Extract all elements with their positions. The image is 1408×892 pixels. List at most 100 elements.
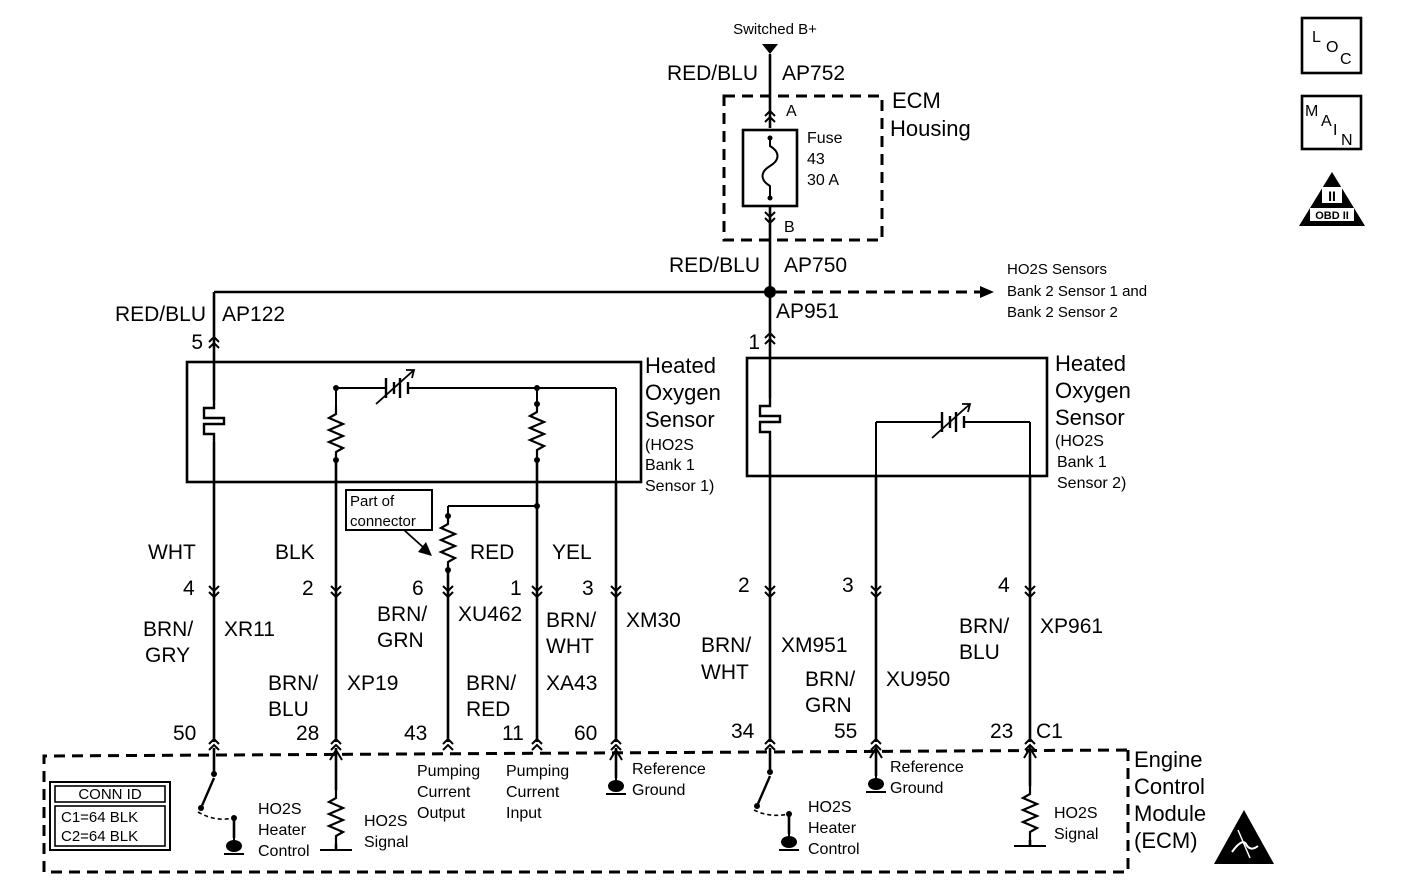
fuse-label: Fuse (807, 130, 843, 147)
w6-color-2: WHT (701, 661, 749, 684)
signal-2-b: Signal (1054, 826, 1098, 843)
w3-color-1: BRN/ (377, 603, 427, 626)
ap951-circuit: AP951 (776, 300, 839, 323)
signal-1-a: HO2S (364, 813, 408, 830)
ap122-circuit: AP122 (222, 303, 285, 326)
heater-control-1-a: HO2S (258, 801, 302, 818)
ecm-pin-11: 11 (502, 722, 524, 745)
w7-color-1: BRN/ (805, 668, 855, 691)
ap750-color: RED/BLU (669, 254, 760, 277)
ap752-circuit: AP752 (782, 62, 845, 85)
w4-color-1: BRN/ (466, 672, 516, 695)
pin-b-label: B (784, 219, 795, 236)
sensor1-title-3: Sensor (645, 407, 715, 432)
w2-circuit: XP19 (347, 672, 398, 695)
ecm-housing-label-2: Housing (890, 116, 971, 141)
ecm-title-1: Engine (1134, 747, 1203, 772)
pumping-input-3: Input (506, 805, 542, 822)
heater-control-2-b: Heater (808, 820, 857, 837)
sensor1-title-1: Heated (645, 353, 716, 378)
heater-control-1-c: Control (258, 843, 310, 860)
loc-letter-c: C (1340, 51, 1352, 68)
ecm-title-3: Module (1134, 801, 1206, 826)
ecm-title-2: Control (1134, 774, 1205, 799)
fuse-43: Fuse 43 30 A (741, 128, 843, 208)
other-sensors-3: Bank 2 Sensor 2 (1007, 304, 1118, 321)
ap752-color: RED/BLU (667, 62, 758, 85)
w1-color-1: BRN/ (143, 618, 193, 641)
ap750-circuit: AP750 (784, 254, 847, 277)
ecm-pin-60: 60 (574, 722, 597, 745)
s1-pin-3: 3 (582, 577, 594, 600)
main-letter-m: M (1305, 103, 1318, 120)
part-of-connector-1: Part of (350, 493, 395, 510)
ecm-pin-28: 28 (296, 722, 319, 745)
w5-color-1: BRN/ (546, 609, 596, 632)
switched-b-plus-label: Switched B+ (733, 21, 817, 38)
w3-color-2: GRN (377, 629, 424, 652)
sensor1-box (185, 360, 643, 484)
ecm-pin-55: 55 (834, 720, 857, 743)
signal-1-b: Signal (364, 834, 408, 851)
conn-id-row-2: C2=64 BLK (61, 828, 138, 845)
ecm-housing-label-1: ECM (892, 88, 941, 113)
w4-color-2: RED (466, 698, 510, 721)
wire-color-yel: YEL (552, 541, 592, 564)
w2-color-1: BRN/ (268, 672, 318, 695)
sensor2-title-1: Heated (1055, 351, 1126, 376)
w2-color-2: BLU (268, 698, 309, 721)
s1-pin-4: 4 (183, 577, 195, 600)
fuse-rating: 30 A (807, 172, 839, 189)
ecm-box (42, 748, 1130, 874)
s2-pin-2: 2 (738, 574, 750, 597)
w4-circuit: XA43 (546, 672, 597, 695)
ref-ground-2-a: Reference (890, 759, 964, 776)
s2-pin-3: 3 (842, 574, 854, 597)
w8-color-2: BLU (959, 641, 1000, 664)
main-letter-n: N (1341, 132, 1353, 149)
switched-b-plus: Switched B+ (733, 21, 817, 54)
w6-color-1: BRN/ (701, 634, 751, 657)
sensor1-sub-3: Sensor 1) (645, 478, 714, 495)
pin-a-label: A (786, 103, 797, 120)
pumping-output-2: Current (417, 784, 471, 801)
w8-circuit: XP961 (1040, 615, 1103, 638)
conn-id-table: CONN ID C1=64 BLK C2=64 BLK (49, 781, 171, 851)
ref-ground-2-b: Ground (890, 780, 943, 797)
w6-circuit: XM951 (781, 634, 848, 657)
sensor2-sub-2: Bank 1 (1057, 454, 1107, 471)
sensor1-sub-1: (HO2S (645, 437, 694, 454)
sensor1-cell (372, 369, 416, 405)
w1-circuit: XR11 (224, 618, 275, 641)
other-sensors-1: HO2S Sensors (1007, 261, 1107, 278)
w7-color-2: GRN (805, 694, 852, 717)
sensor1-title-2: Oxygen (645, 380, 721, 405)
other-sensors-2: Bank 2 Sensor 1 and (1007, 283, 1147, 300)
s1-pin-1: 1 (510, 577, 522, 600)
ecm-pin-43: 43 (404, 722, 427, 745)
sensor2-box (745, 356, 1049, 478)
s1-pin-6: 6 (412, 577, 424, 600)
obd-label: OBD II (1315, 210, 1349, 222)
w3-circuit: XU462 (458, 603, 522, 626)
part-of-connector-2: connector (350, 513, 416, 530)
pumping-input-2: Current (506, 784, 560, 801)
wire-color-red: RED (470, 541, 514, 564)
ref-ground-1-a: Reference (632, 761, 706, 778)
fuse-number: 43 (807, 151, 825, 168)
obd-numeral: II (1328, 188, 1336, 204)
ecm-pin-34: 34 (731, 720, 755, 743)
ecm-pin-50: 50 (173, 722, 196, 745)
obd-ii-icon: II OBD II (1299, 172, 1365, 226)
s1-pin-2: 2 (302, 577, 314, 600)
loc-letter-o: O (1326, 39, 1338, 56)
sensor1-pin-5: 5 (191, 331, 203, 354)
conn-id-header: CONN ID (78, 786, 142, 803)
sensor2-title-3: Sensor (1055, 405, 1125, 430)
loc-letter-l: L (1312, 29, 1321, 46)
ref-ground-1-b: Ground (632, 782, 685, 799)
pumping-output-1: Pumping (417, 763, 480, 780)
sensor2-sub-1: (HO2S (1055, 433, 1104, 450)
part-of-connector-callout: Part of connector (345, 489, 433, 556)
